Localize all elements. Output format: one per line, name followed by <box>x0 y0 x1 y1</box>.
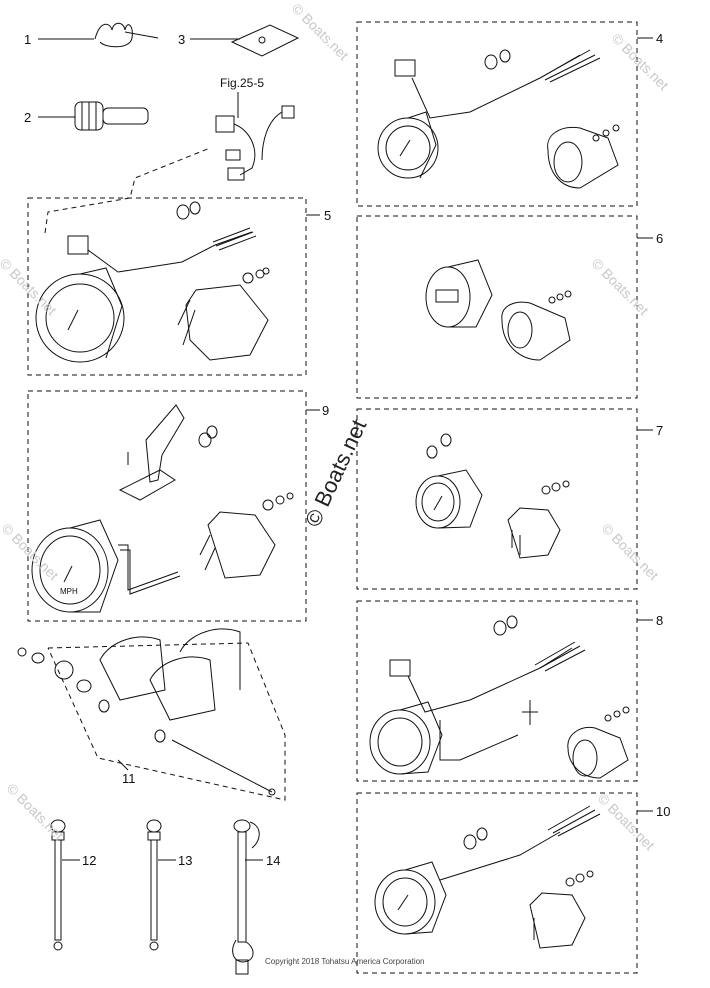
gauge-9-mph-label: MPH <box>60 587 78 596</box>
callout-6: 6 <box>656 231 664 246</box>
callout-3: 3 <box>178 32 186 47</box>
frame-5 <box>27 197 307 376</box>
callout-7: 7 <box>656 423 664 438</box>
callout-5: 5 <box>324 208 332 223</box>
link-fig25 <box>44 147 211 234</box>
frame-6 <box>356 215 638 399</box>
part-11-bracket <box>17 628 276 796</box>
frame-10 <box>356 792 638 974</box>
callout-1: 1 <box>24 32 32 47</box>
frame-7 <box>356 408 638 590</box>
callout-12: 12 <box>82 853 97 868</box>
gauge-10 <box>374 805 601 949</box>
callout-2: 2 <box>24 110 32 125</box>
copyright-notice: Copyright 2018 Tohatsu America Corporati… <box>265 957 425 966</box>
part-1-spring <box>94 22 159 48</box>
gauge-9 <box>31 404 294 613</box>
callout-10: 10 <box>656 804 671 819</box>
gauge-7 <box>415 433 570 559</box>
part-13-probe <box>146 819 162 951</box>
part-12-probe <box>50 819 66 951</box>
frame-8 <box>356 600 638 782</box>
part-2-fitting <box>74 101 149 131</box>
frame-9 <box>27 390 307 622</box>
gauge-6 <box>425 259 572 361</box>
gauge-8 <box>369 615 630 779</box>
gauge-5 <box>35 201 270 363</box>
callout-11: 11 <box>122 771 136 786</box>
callout-14: 14 <box>266 853 281 868</box>
frame-11 <box>47 642 286 801</box>
part-3-pouch <box>230 24 300 57</box>
callout-8: 8 <box>656 613 664 628</box>
callout-4: 4 <box>656 31 664 46</box>
leader-lines <box>38 37 653 861</box>
callout-13: 13 <box>178 853 193 868</box>
gauge-4 <box>377 49 620 189</box>
figure-reference: Fig.25-5 <box>220 76 265 90</box>
harness-fig25 <box>215 105 295 181</box>
part-14-sender <box>232 819 260 975</box>
group-frames <box>27 21 638 974</box>
frame-4 <box>356 21 638 207</box>
callout-9: 9 <box>322 403 330 418</box>
